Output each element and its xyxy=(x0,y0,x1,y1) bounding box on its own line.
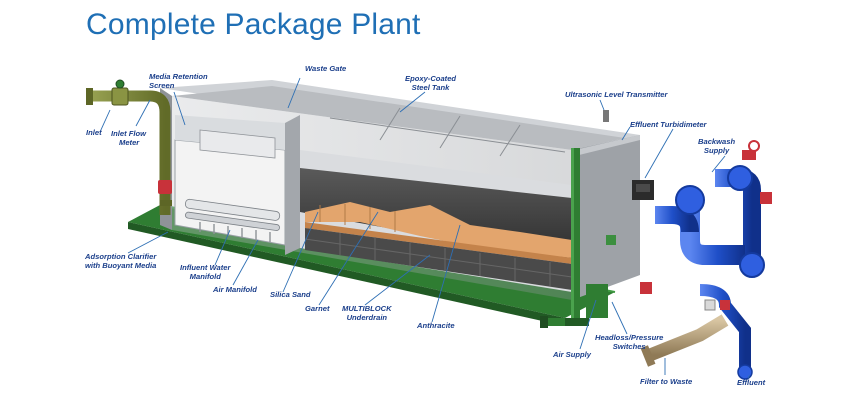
label-multiblock-underdrain: MULTIBLOCK Underdrain xyxy=(342,304,392,322)
green-posts xyxy=(563,148,589,326)
filter-to-waste-pipe xyxy=(640,314,729,367)
air-supply-pipe xyxy=(540,284,608,328)
label-effluent: Effluent xyxy=(737,378,766,387)
label-air-supply: Air Supply xyxy=(553,350,591,359)
label-waste-gate: Waste Gate xyxy=(305,64,347,73)
label-adsorption-clarifier: Adsorption Clarifier with Buoyant Media xyxy=(85,252,157,270)
adsorption-clarifier-compartment xyxy=(174,115,286,246)
label-backwash-supply: Backwash Supply xyxy=(698,137,736,155)
page-title: Complete Package Plant xyxy=(86,8,421,41)
label-air-manifold: Air Manifold xyxy=(213,285,257,294)
filter-media xyxy=(300,150,573,292)
label-garnet: Garnet xyxy=(305,304,330,313)
label-epoxy-coated-steel-tank: Epoxy-Coated Steel Tank xyxy=(405,74,457,92)
label-influent-water-manifold: Influent Water Manifold xyxy=(180,263,231,281)
leader-lines xyxy=(99,77,751,379)
label-headloss-pressure-switches: Headloss/Pressure Switches xyxy=(595,333,664,351)
label-media-retention-screen: Media Retention Screen xyxy=(149,72,208,90)
label-inlet: Inlet xyxy=(86,128,102,137)
label-inlet-flow-meter: Inlet Flow Meter xyxy=(111,129,147,147)
blue-piping xyxy=(615,140,772,380)
label-ultrasonic-level-transmitter: Ultrasonic Level Transmitter xyxy=(565,90,668,99)
inlet-piping xyxy=(86,79,172,215)
label-anthracite: Anthracite xyxy=(417,321,455,330)
label-silica-sand: Silica Sand xyxy=(270,290,311,299)
label-filter-to-waste: Filter to Waste xyxy=(640,377,693,386)
divider-wall xyxy=(285,115,300,255)
label-effluent-turbidimeter: Effluent Turbidimeter xyxy=(630,120,707,129)
